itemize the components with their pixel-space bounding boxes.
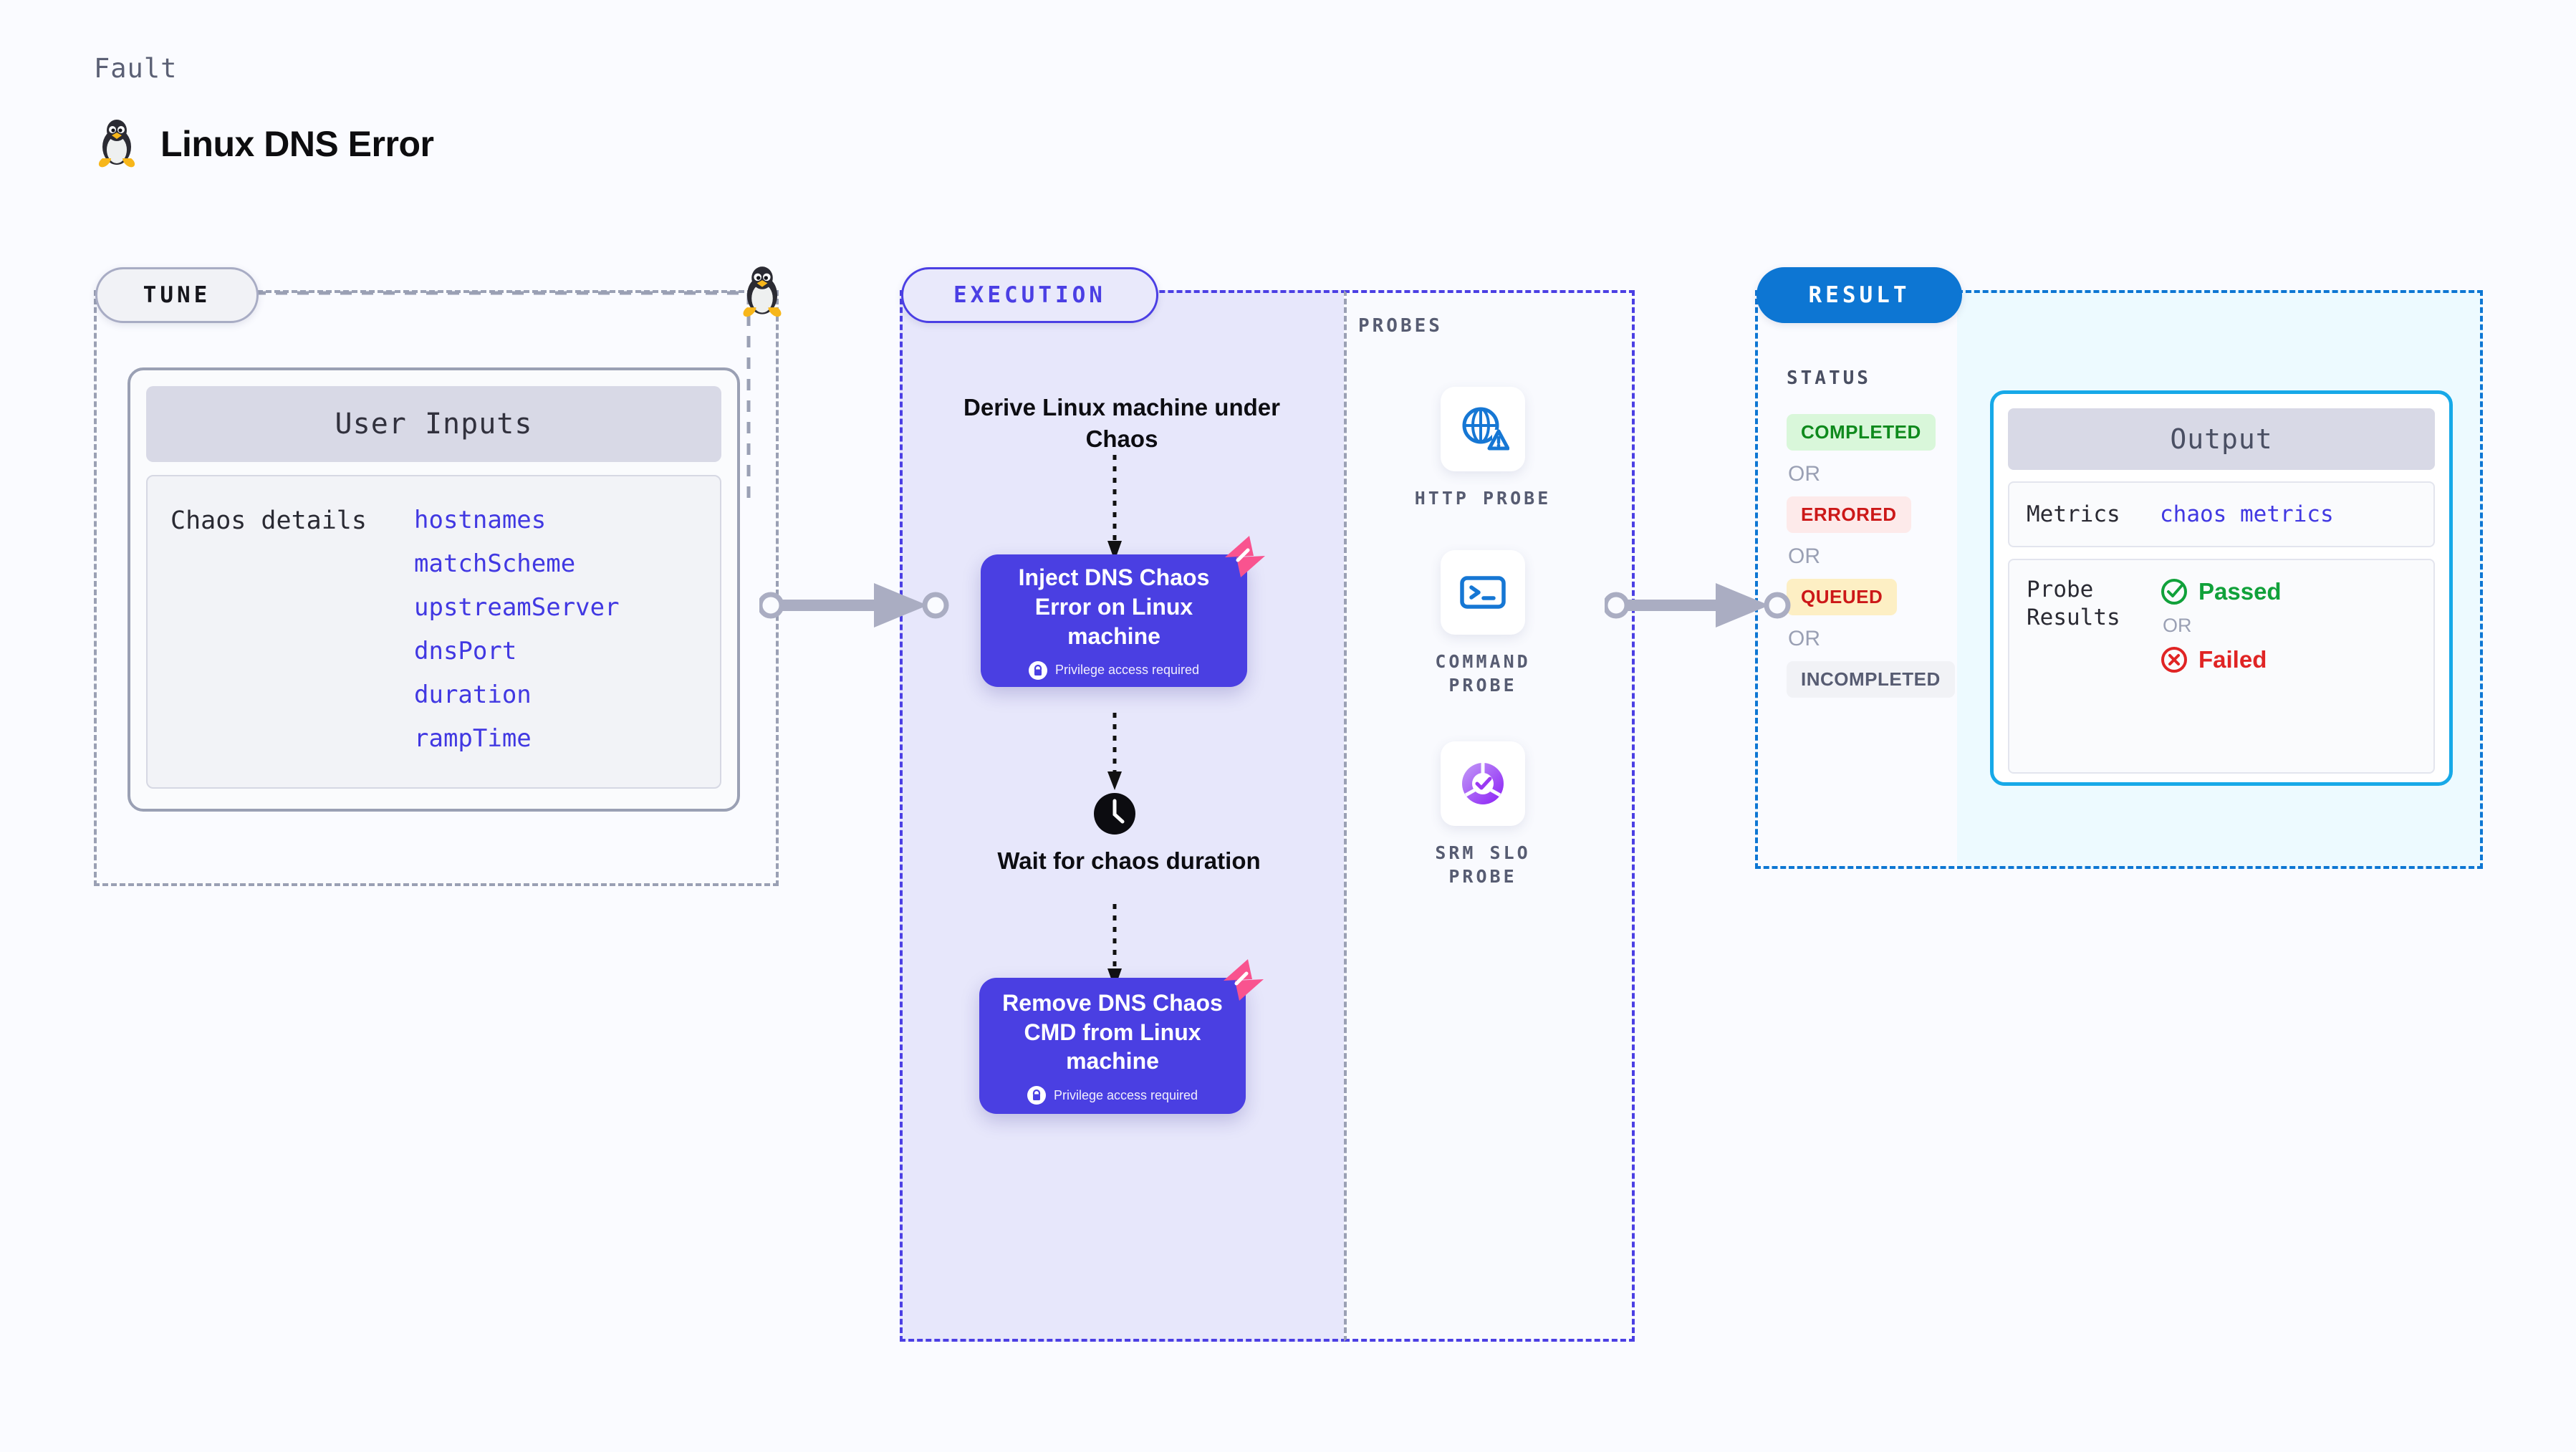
status-badge-completed: COMPLETED <box>1787 414 1936 451</box>
user-inputs-card: User Inputs Chaos details hostnames matc… <box>128 367 740 812</box>
probe-label: COMMAND PROBE <box>1435 651 1531 696</box>
metrics-row: Metrics chaos metrics <box>2008 481 2435 547</box>
chaos-parameter[interactable]: dnsPort <box>414 637 517 665</box>
probe-item-srm-slo[interactable]: SRM SLO PROBE <box>1400 741 1565 888</box>
failed-label: Failed <box>2198 646 2267 673</box>
probe-results-row: Probe Results Passed OR Failed <box>2008 559 2435 774</box>
status-or-label: OR <box>1788 462 1820 486</box>
check-circle-icon <box>2161 579 2187 605</box>
x-circle-icon <box>2161 647 2187 673</box>
chaos-logo-badge-icon <box>1222 534 1268 580</box>
flow-arrow-down-icon <box>1107 904 1122 989</box>
status-badge-errored: ERRORED <box>1787 496 1911 533</box>
probe-item-http[interactable]: HTTP PROBE <box>1400 387 1565 511</box>
tune-dashed-connector <box>254 291 751 505</box>
chaos-parameter[interactable]: rampTime <box>414 724 532 753</box>
probe-label: HTTP PROBE <box>1414 488 1552 509</box>
linux-penguin-marker-icon <box>738 265 787 319</box>
output-card: Output Metrics chaos metrics Probe Resul… <box>1990 390 2453 786</box>
probe-or-label: OR <box>2163 615 2192 636</box>
probe-item-command[interactable]: COMMAND PROBE <box>1400 550 1565 697</box>
execution-stage-pill[interactable]: EXECUTION <box>901 267 1158 323</box>
probe-results-values: Passed OR Failed <box>2160 576 2282 674</box>
result-stage-pill[interactable]: RESULT <box>1756 267 1962 323</box>
probe-label: SRM SLO PROBE <box>1435 842 1531 887</box>
status-section-label: STATUS <box>1787 367 1871 389</box>
step-title: Inject DNS Chaos Error on Linux machine <box>1018 564 1210 649</box>
inject-chaos-step-card[interactable]: Inject DNS Chaos Error on Linux machine … <box>981 536 1265 687</box>
metrics-key: Metrics <box>2027 501 2120 527</box>
derive-step-label: Derive Linux machine under Chaos <box>963 394 1280 452</box>
privilege-text: Privilege access required <box>1054 663 1200 678</box>
clock-icon <box>1093 792 1136 835</box>
output-title: Output <box>2008 408 2435 470</box>
flow-arrow-down-icon <box>1107 455 1122 561</box>
chaos-logo-badge-icon <box>1221 958 1267 1004</box>
privilege-text: Privilege access required <box>1053 1087 1198 1102</box>
linux-penguin-icon <box>93 118 140 170</box>
chaos-parameter[interactable]: duration <box>414 681 532 709</box>
status-badge-queued: QUEUED <box>1787 579 1898 615</box>
chaos-parameter[interactable]: hostnames <box>414 506 547 534</box>
chaos-parameter-list: hostnames matchScheme upstreamServer dns… <box>414 506 620 787</box>
page-title: Linux DNS Error <box>160 124 434 164</box>
chaos-details-label: Chaos details <box>170 506 367 535</box>
probes-section-label: PROBES <box>1358 315 1443 337</box>
globe-warning-icon <box>1462 407 1509 451</box>
probe-tile[interactable] <box>1441 741 1525 826</box>
lock-icon <box>1028 660 1047 680</box>
probe-result-failed: Failed <box>2160 645 2282 674</box>
status-list: COMPLETED OR ERRORED OR QUEUED OR INCOMP… <box>1787 414 1955 698</box>
probe-result-passed: Passed <box>2160 577 2282 606</box>
chaos-parameter[interactable]: upstreamServer <box>414 593 620 622</box>
privilege-note: Privilege access required <box>1028 660 1200 680</box>
status-badge-incompleted: INCOMPLETED <box>1787 661 1955 698</box>
status-or-label: OR <box>1788 627 1820 650</box>
flow-arrow-down-icon <box>1107 713 1122 790</box>
privilege-note: Privilege access required <box>1027 1086 1198 1105</box>
probe-tile[interactable] <box>1441 550 1525 635</box>
user-inputs-body: Chaos details hostnames matchScheme upst… <box>146 475 721 789</box>
metrics-value[interactable]: chaos metrics <box>2160 501 2334 527</box>
lock-icon <box>1027 1086 1046 1105</box>
probe-results-key: Probe Results <box>2027 577 2120 630</box>
page-kicker: Fault <box>94 53 178 84</box>
step-title: Remove DNS Chaos CMD from Linux machine <box>1002 989 1223 1074</box>
tune-stage-pill[interactable]: TUNE <box>95 267 259 323</box>
wait-step-label: Wait for chaos duration <box>997 847 1261 874</box>
execution-to-result-connector <box>1605 583 1791 628</box>
remove-chaos-step-card[interactable]: Remove DNS Chaos CMD from Linux machine … <box>979 959 1264 1114</box>
page-title-row: Linux DNS Error <box>93 118 434 170</box>
status-or-label: OR <box>1788 544 1820 568</box>
slo-donut-check-icon <box>1462 763 1504 804</box>
chaos-parameter[interactable]: matchScheme <box>414 549 576 578</box>
tune-to-execution-connector <box>759 583 949 628</box>
terminal-icon <box>1460 576 1506 609</box>
passed-label: Passed <box>2198 578 2282 605</box>
probe-tile[interactable] <box>1441 387 1525 471</box>
user-inputs-title: User Inputs <box>146 386 721 462</box>
